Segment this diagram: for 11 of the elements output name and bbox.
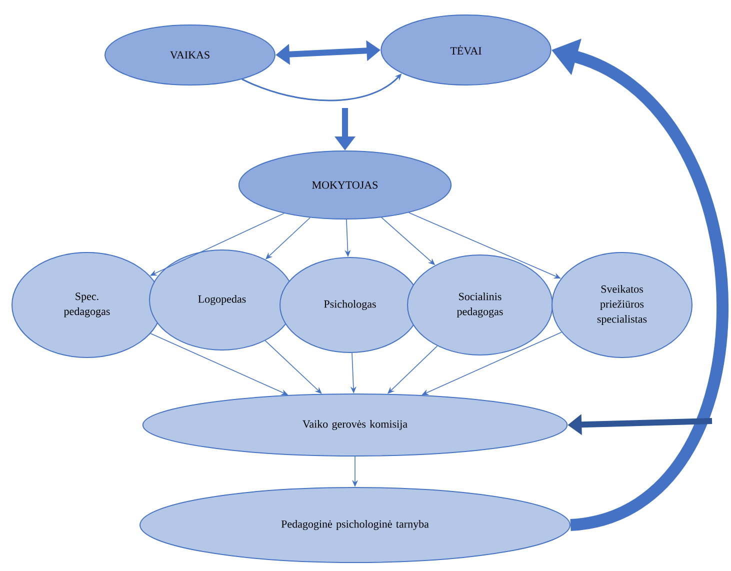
ellipse-node: Socialinis pedagogas (407, 254, 553, 356)
arrow (264, 340, 322, 394)
ellipse-node: Vaiko gerovės komisija (142, 394, 568, 456)
ellipse-node: Spec. pedagogas (12, 252, 162, 358)
ellipse-node: VAIKAS (104, 24, 276, 86)
ellipse-node: Pedagoginė psichologinė tarnyba (140, 487, 570, 563)
ellipse-node: TĖVAI (380, 14, 552, 86)
ellipse-node: Logopedas (149, 250, 295, 350)
ellipse-node: Psichologas (280, 257, 420, 353)
ellipse-node: MOKYTOJAS (238, 150, 452, 220)
ellipse-node: Sveikatos priežiūros specialistas (552, 252, 692, 358)
